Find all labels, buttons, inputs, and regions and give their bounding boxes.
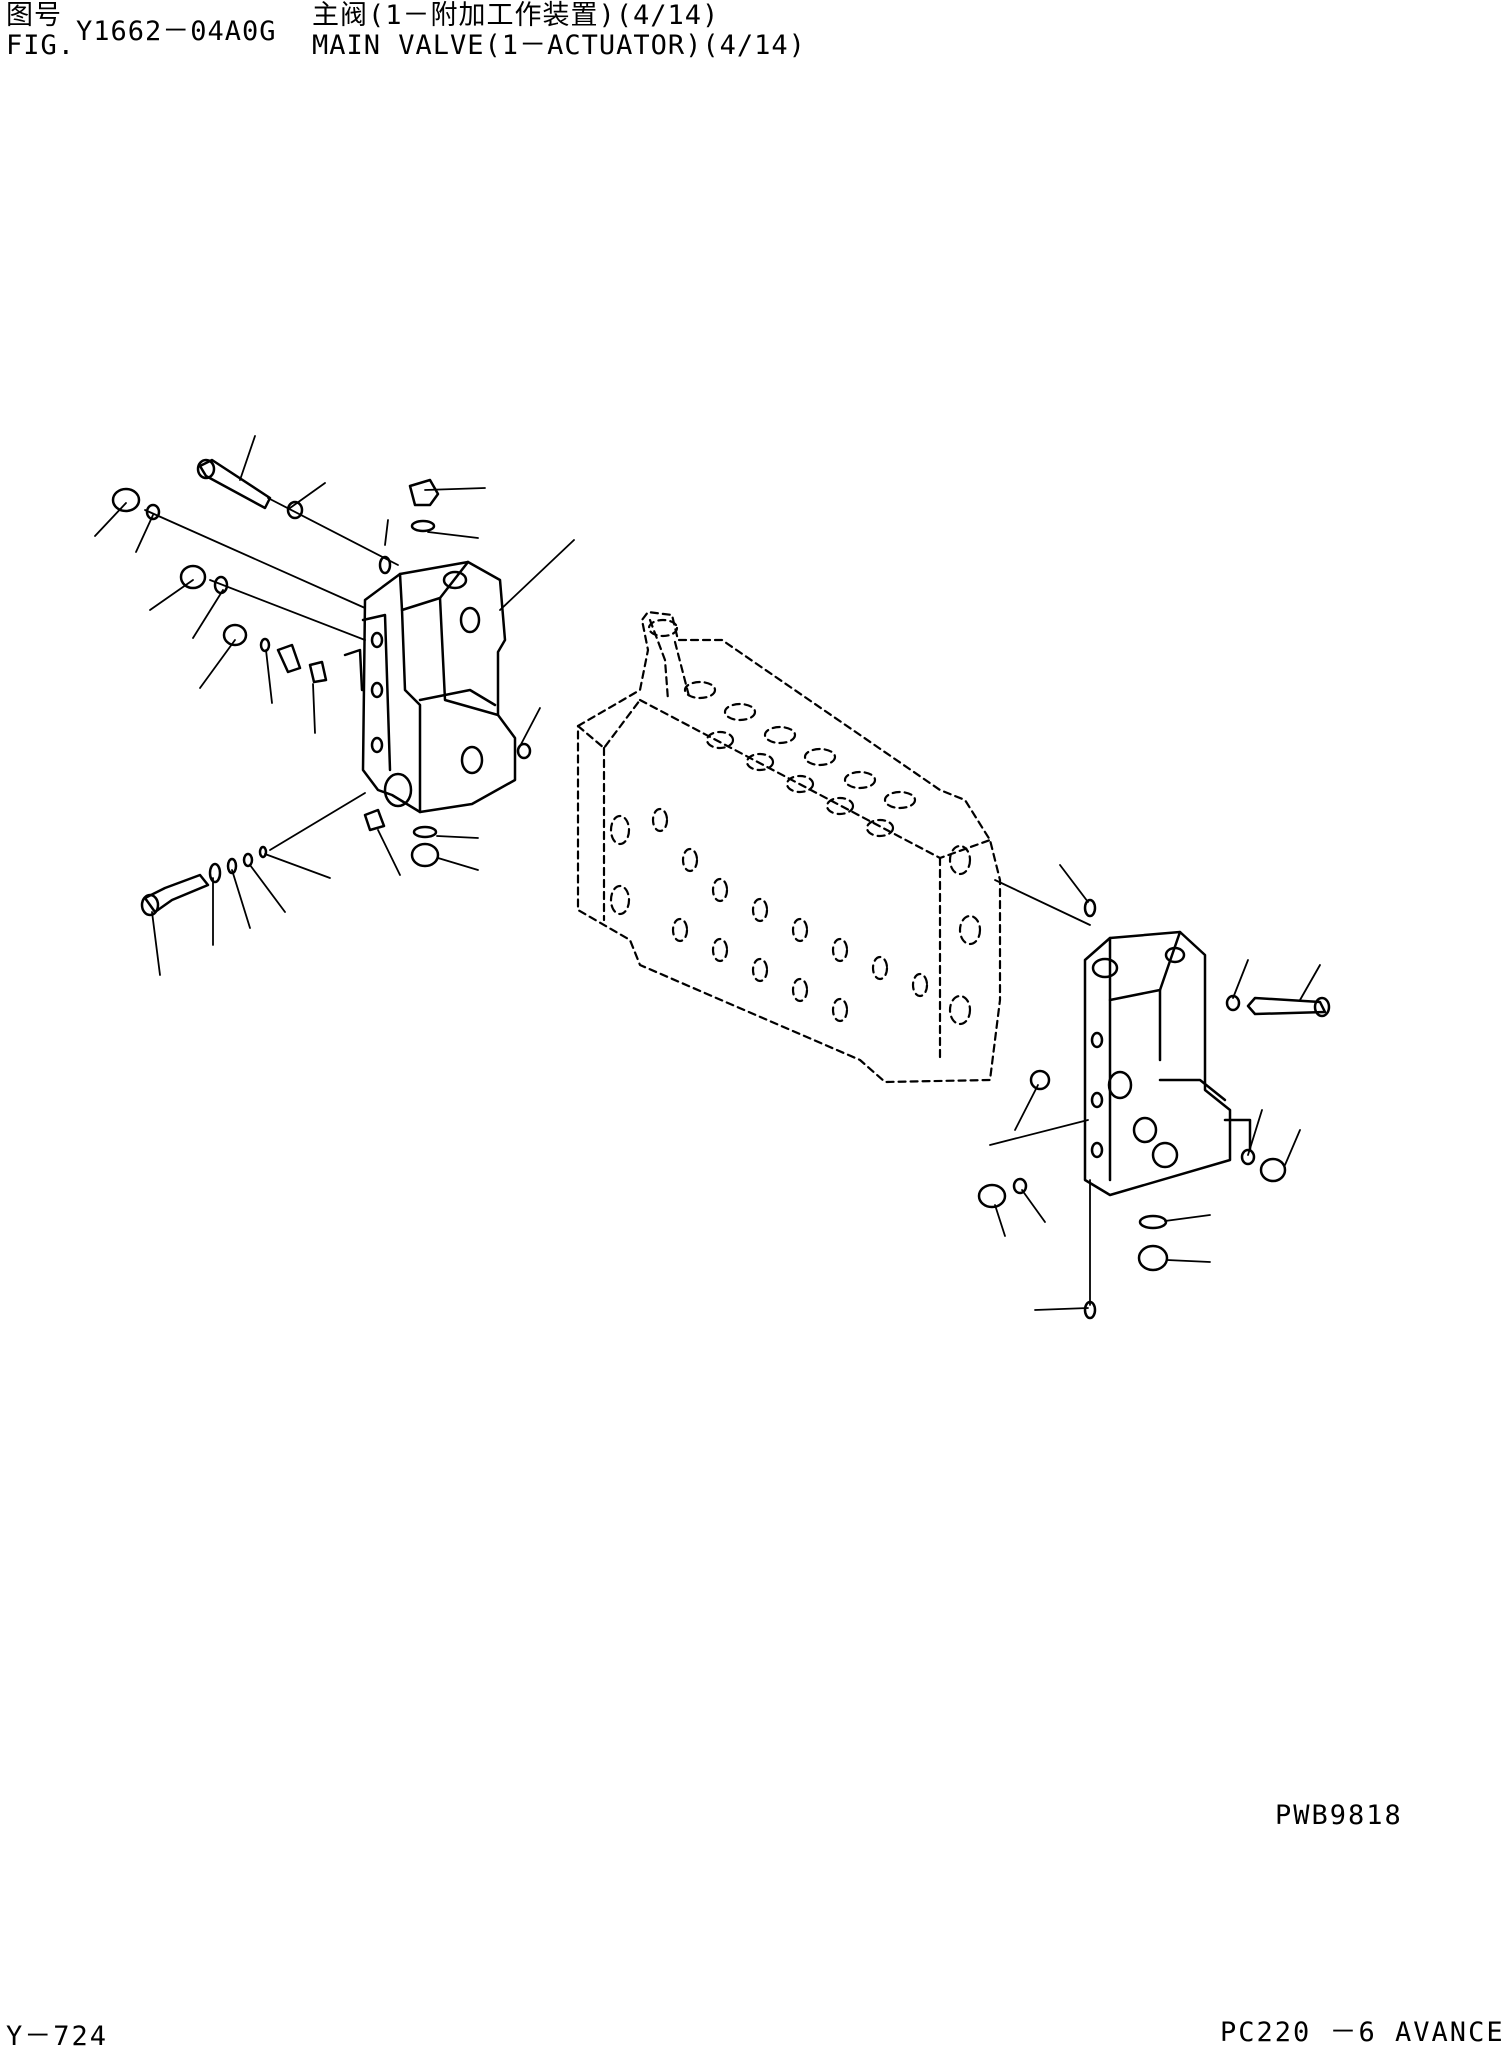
drawing-reference: PWB9818 xyxy=(1275,1800,1403,1831)
leader-lines xyxy=(94,435,1321,1311)
assembly-lines xyxy=(144,497,1091,1306)
left-valve-section xyxy=(343,560,517,814)
title-en: MAIN VALVE(1－ACTUATOR)(4/14) xyxy=(312,30,806,61)
fig-label-cn: 图号 xyxy=(6,0,62,31)
page-number: Y－724 xyxy=(6,2021,109,2052)
fig-code: Y1662－04A0G xyxy=(76,16,277,47)
machine-model: PC220 －6 AVANCE xyxy=(1220,2017,1505,2048)
hardware-parts xyxy=(111,458,1331,1320)
title-cn: 主阀(1－附加工作装置)(4/14) xyxy=(312,0,720,31)
main-valve-body xyxy=(576,610,1002,1084)
fig-label-en: FIG. xyxy=(6,30,76,61)
right-valve-section xyxy=(1083,930,1252,1197)
